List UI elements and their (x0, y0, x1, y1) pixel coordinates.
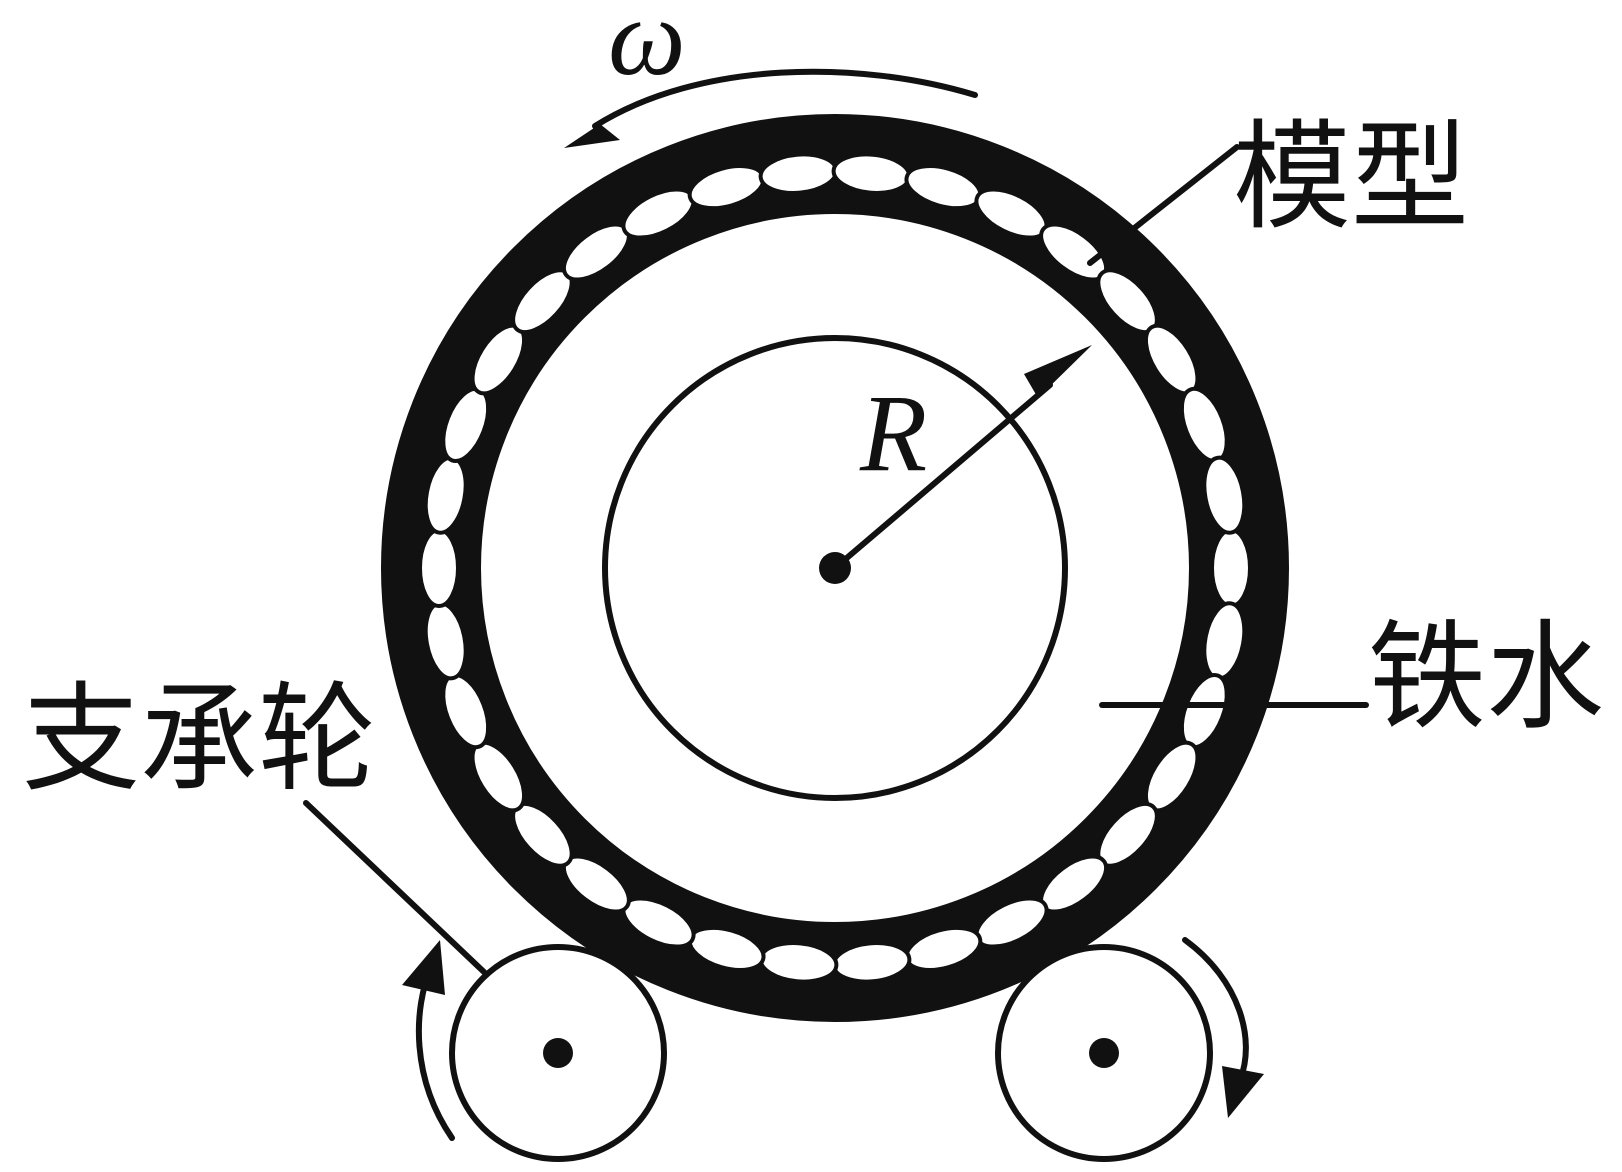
molten-iron-blob (418, 528, 460, 608)
right-wheel-rotation-arrow (1182, 937, 1264, 1118)
left-wheel-axle-dot-icon (543, 1038, 573, 1068)
model-leader-line (1087, 144, 1240, 266)
left-wheel-rotation-arrow (402, 940, 455, 1141)
radius-arrow (832, 345, 1092, 571)
support-wheel-label: 支承轮 (22, 670, 376, 808)
model-label: 模型 (1233, 108, 1469, 246)
left-support-wheel (449, 944, 667, 1162)
omega-label: ω (608, 0, 686, 98)
radius-label: R (859, 372, 927, 494)
molten-iron-label: 铁水 (1368, 608, 1604, 746)
right-support-wheel (995, 944, 1213, 1162)
support-wheel-leader-line (303, 800, 487, 975)
molten-iron-layer (418, 152, 1252, 984)
molten-iron-blob (1210, 528, 1252, 608)
omega-rotation-arrow (564, 68, 978, 148)
right-wheel-axle-dot-icon (1089, 1038, 1119, 1068)
molten-iron-blob (1202, 455, 1247, 535)
inner-radius-circle (602, 335, 1068, 801)
